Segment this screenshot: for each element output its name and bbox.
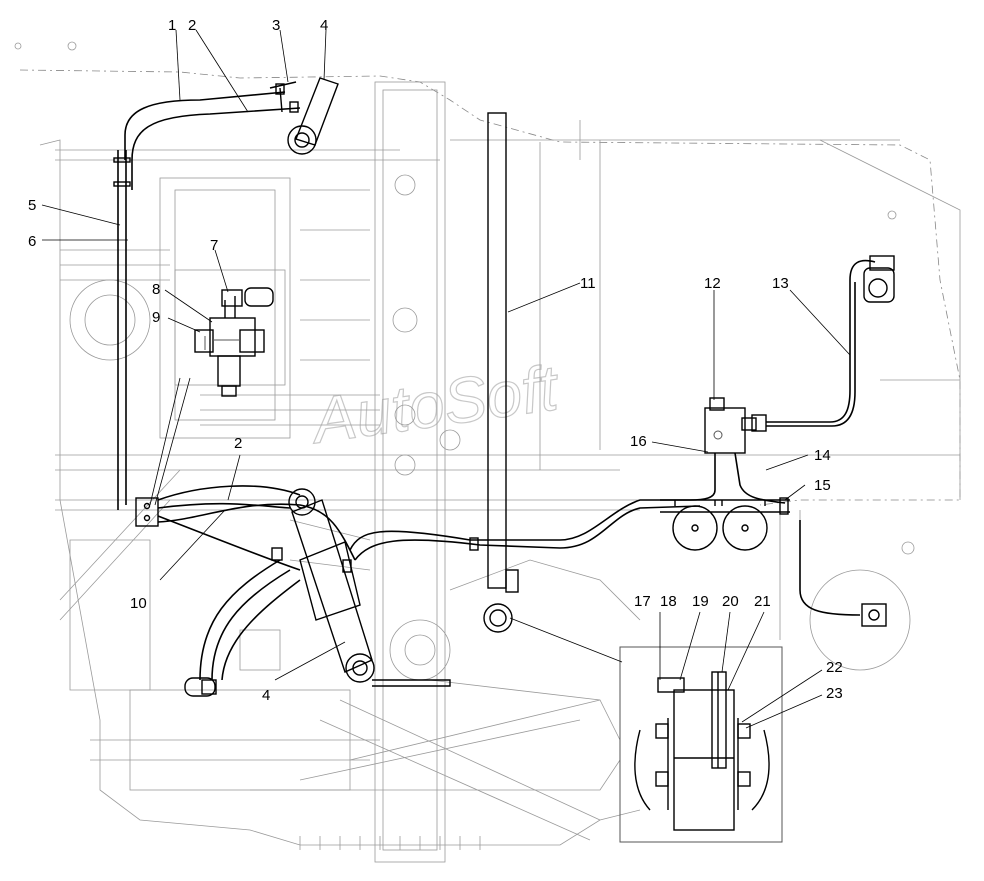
callout-1: 1 <box>168 17 176 34</box>
valve-assembly <box>194 287 274 397</box>
callout-7: 7 <box>210 237 218 254</box>
callout-20: 20 <box>722 593 739 610</box>
right-unit <box>660 255 895 627</box>
upper-hoses <box>124 81 301 190</box>
lower-cylinder <box>184 488 451 697</box>
machine-outline <box>14 41 961 863</box>
callout-22: 22 <box>826 659 843 676</box>
callout-18: 18 <box>660 593 677 610</box>
callout-13: 13 <box>772 275 789 292</box>
callout-14: 14 <box>814 447 831 464</box>
callout-2-top: 2 <box>188 17 196 34</box>
watermark: AutoSoft <box>305 351 564 457</box>
upper-cylinder <box>279 77 339 155</box>
detail-inset <box>509 617 783 843</box>
callout-3: 3 <box>272 17 280 34</box>
leader-lines <box>41 29 851 729</box>
callout-21: 21 <box>754 593 771 610</box>
callout-2-lower: 2 <box>234 435 242 452</box>
callout-16: 16 <box>630 433 647 450</box>
callout-23: 23 <box>826 685 843 702</box>
callout-9: 9 <box>152 309 160 326</box>
left-hoses <box>113 150 159 527</box>
callout-5: 5 <box>28 197 36 214</box>
callout-8: 8 <box>152 281 160 298</box>
callout-15: 15 <box>814 477 831 494</box>
callout-12: 12 <box>704 275 721 292</box>
tube-11 <box>483 112 519 633</box>
lower-hoses <box>157 485 701 571</box>
callout-19: 19 <box>692 593 709 610</box>
callout-4-lower: 4 <box>262 687 270 704</box>
callout-17: 17 <box>634 593 651 610</box>
callout-4-top: 4 <box>320 17 328 34</box>
callout-10: 10 <box>130 595 147 612</box>
callout-11: 11 <box>580 275 596 292</box>
callout-labels: 1 2 3 4 5 6 7 8 9 10 11 12 13 14 15 16 1… <box>28 17 843 704</box>
callout-6: 6 <box>28 233 36 250</box>
